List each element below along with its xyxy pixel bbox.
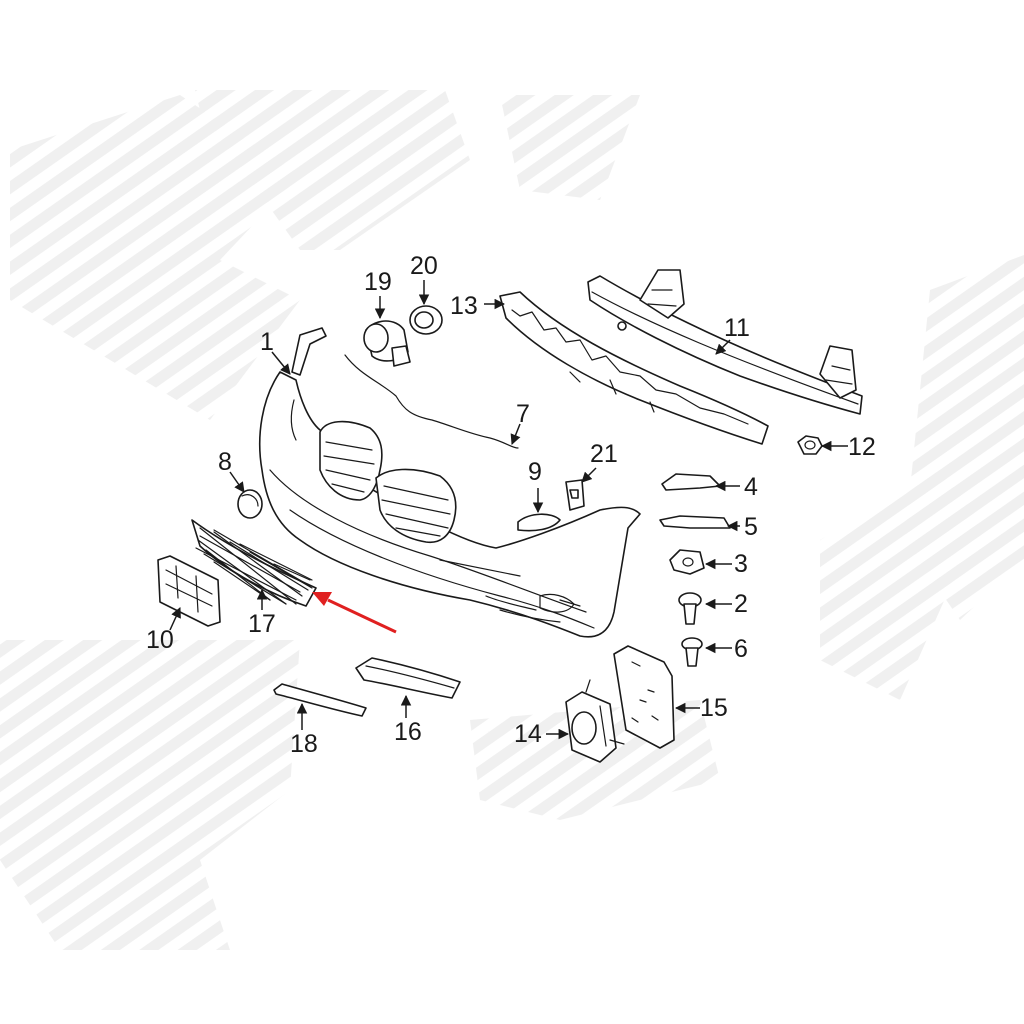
guide-bracket bbox=[661, 473, 721, 491]
callout-4: 4 bbox=[744, 473, 758, 501]
callout-3: 3 bbox=[734, 550, 748, 578]
radar-sensor bbox=[565, 679, 625, 763]
energy-absorber bbox=[499, 291, 769, 445]
sensor-bezel-ring bbox=[409, 305, 443, 335]
license-plate-bracket bbox=[157, 555, 221, 627]
watermark bbox=[0, 90, 1024, 950]
bumper-cover bbox=[258, 327, 641, 638]
hex-nut bbox=[797, 435, 823, 455]
callout-18: 18 bbox=[290, 730, 318, 758]
callout-8: 8 bbox=[218, 448, 232, 476]
bolt-2 bbox=[678, 592, 702, 625]
callout-2: 2 bbox=[734, 590, 748, 618]
callout-13: 13 bbox=[450, 292, 478, 320]
bolt-6 bbox=[681, 637, 703, 667]
parking-sensor bbox=[363, 320, 411, 367]
mount-bracket bbox=[565, 479, 585, 511]
callout-1: 1 bbox=[260, 328, 274, 356]
callout-6: 6 bbox=[734, 635, 748, 663]
callout-5: 5 bbox=[744, 513, 758, 541]
callout-21: 21 bbox=[590, 440, 618, 468]
callout-20: 20 bbox=[410, 252, 438, 280]
center-grille bbox=[191, 519, 317, 607]
callout-16: 16 bbox=[394, 718, 422, 746]
callout-labels: 1 2 3 4 5 6 7 8 9 10 11 12 13 14 15 16 1… bbox=[146, 252, 876, 758]
callout-14: 14 bbox=[514, 720, 542, 748]
leader-lines bbox=[169, 280, 848, 740]
cap bbox=[237, 489, 263, 519]
wiring-harness bbox=[344, 354, 519, 449]
callout-19: 19 bbox=[364, 268, 392, 296]
highlight-arrow bbox=[312, 592, 397, 634]
tow-hook-cover bbox=[517, 513, 561, 532]
callout-17: 17 bbox=[248, 610, 276, 638]
callout-12: 12 bbox=[848, 433, 876, 461]
clip-nut bbox=[669, 549, 705, 575]
mounting-plate bbox=[613, 645, 675, 749]
callout-9: 9 bbox=[528, 458, 542, 486]
trim-strip-right bbox=[355, 657, 461, 699]
callout-15: 15 bbox=[700, 694, 728, 722]
callout-7: 7 bbox=[516, 400, 530, 428]
callout-10: 10 bbox=[146, 626, 174, 654]
support-bracket bbox=[659, 515, 731, 529]
trim-strip-left bbox=[273, 683, 367, 717]
callout-11: 11 bbox=[724, 314, 750, 342]
